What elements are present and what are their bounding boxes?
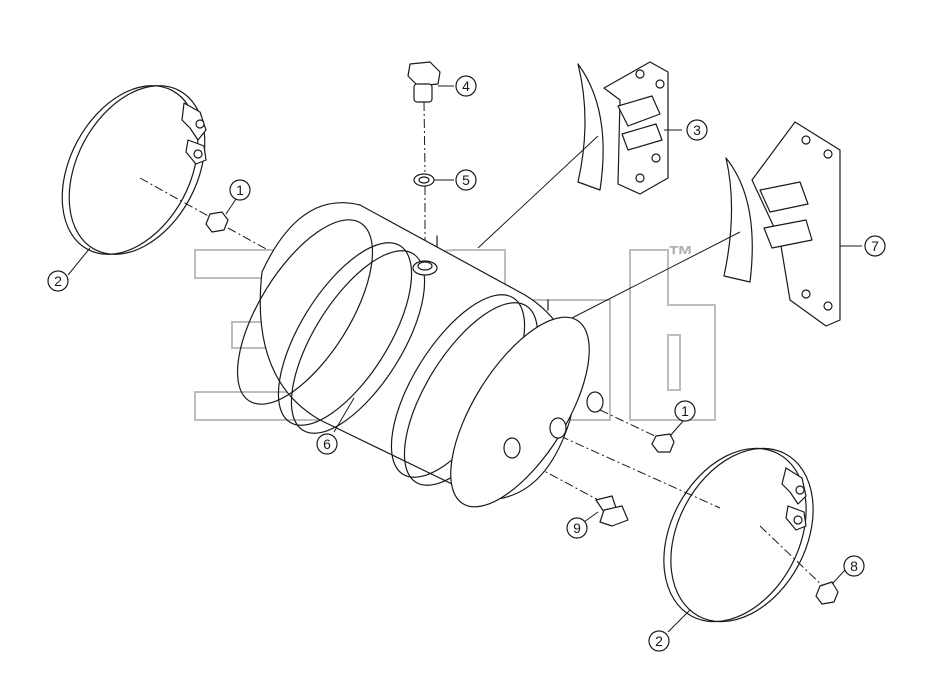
callout-5: 5 [455,169,477,191]
callout-2-upper: 2 [47,270,69,292]
callout-label: 1 [681,403,689,419]
callout-label: 4 [462,78,470,94]
tank-bracket-large [723,121,841,327]
callout-6: 6 [316,433,338,455]
center-lines [139,101,826,589]
callout-label: 3 [693,122,701,138]
callout-1-upper: 1 [229,179,251,201]
tank-strap-upper [61,85,207,255]
tank-bracket-small [577,61,669,195]
callout-label: 2 [54,273,62,289]
tank-strap-lower [663,447,814,623]
callout-label: 1 [236,182,244,198]
callout-label: 2 [655,633,663,649]
callout-7: 7 [864,235,886,257]
plug-lower [815,581,839,605]
plug-right [651,433,675,453]
watermark-trademark: ™ [668,240,694,270]
callout-1-lower: 1 [674,400,696,422]
callout-2-lower: 2 [648,630,670,652]
callout-label: 9 [573,520,581,536]
seal-ring [413,173,435,187]
elbow-fitting [595,495,629,527]
callout-3: 3 [686,119,708,141]
callout-4: 4 [455,75,477,97]
callout-8: 8 [843,555,865,577]
callout-label: 5 [462,172,470,188]
callout-label: 6 [323,436,331,452]
air-tank [236,202,604,508]
drain-valve [407,61,441,103]
callout-label: 8 [850,558,858,574]
plug-left [205,211,229,233]
callout-9: 9 [566,517,588,539]
callout-label: 7 [871,238,879,254]
